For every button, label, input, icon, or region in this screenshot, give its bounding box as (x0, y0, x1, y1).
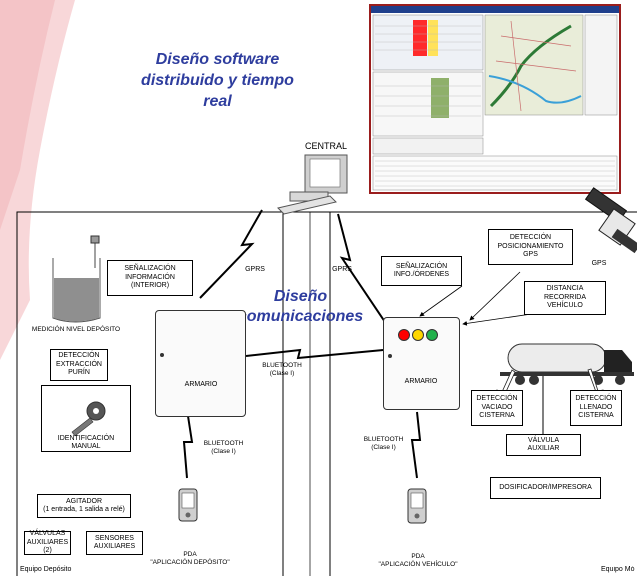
light-green-icon (426, 329, 438, 341)
deteccion-vaciado-box: DETECCIÓN VACIADO CISTERNA (471, 390, 523, 426)
bluetooth-mid-label: BLUETOOTH (Clase I) (262, 362, 302, 377)
distancia-box: DISTANCIA RECORRIDA VEHÍCULO (524, 281, 606, 315)
bluetooth-left-label: BLUETOOTH (Clase I) (203, 440, 244, 455)
senalizacion-informacion-box: SEÑALIZACIÓN INFORMACIÓN (INTERIOR) (107, 260, 193, 296)
frame-movil (329, 211, 637, 576)
dosificador-box: DOSIFICADOR/IMPRESORA (490, 477, 601, 499)
light-yellow-icon (412, 329, 424, 341)
screenshot-thumbnail-graphic (371, 6, 619, 191)
sensores-auxiliares-box: SENSORES AUXILIARES (86, 531, 143, 555)
pda-left-label: PDA "APLICACIÓN DEPÓSITO" (150, 551, 230, 566)
armario-right (383, 317, 460, 410)
deteccion-gps-box: DETECCIÓN POSICIONAMIENTO GPS (488, 229, 573, 265)
armario-left (155, 310, 246, 417)
title-communications: Diseño comunicaciones (237, 288, 364, 325)
gprs-right-label: GPRS (332, 266, 352, 273)
armario-left-label: ARMARIO (184, 381, 218, 388)
medicion-label: MEDICIÓN NIVEL DEPÓSITO (31, 326, 121, 333)
valvula-auxiliar-box: VÁLVULA AUXILIAR (506, 434, 581, 456)
title-software: Diseño software distribuido y tiempo rea… (141, 51, 294, 110)
armario-right-label: ARMARIO (404, 378, 438, 385)
equipo-deposito-label: Equipo Depósito (20, 566, 72, 573)
deteccion-llenado-box: DETECCIÓN LLENADO CISTERNA (570, 390, 622, 426)
armario-right-handle (388, 354, 392, 358)
gprs-left-label: GPRS (245, 266, 265, 273)
agitador-box: AGITADOR (1 entrada, 1 salida a relé) (37, 494, 131, 518)
light-red-icon (398, 329, 410, 341)
identificacion-label: IDENTIFICACIÓN MANUAL (57, 435, 115, 451)
valvulas-auxiliares-box: VÁLVULAS AUXILIARES (2) (24, 530, 71, 555)
senalizacion-ordenes-box: SEÑALIZACIÓN INFO./ÓRDENES (381, 256, 462, 286)
armario-left-handle (160, 353, 164, 357)
equipo-movil-label: Equipo Mó (601, 566, 635, 573)
pda-right-label: PDA "APLICACIÓN VEHÍCULO" (378, 553, 458, 568)
frame-deposito (16, 211, 284, 576)
central-label: CENTRAL (304, 141, 347, 151)
gps-label: GPS (591, 260, 607, 267)
bluetooth-right-label: BLUETOOTH (Clase I) (363, 436, 404, 451)
screenshot-thumbnail (369, 4, 621, 194)
identificacion-box (41, 385, 131, 452)
deteccion-extraccion-box: DETECCIÓN EXTRACCIÓN PURÍN (50, 349, 108, 381)
